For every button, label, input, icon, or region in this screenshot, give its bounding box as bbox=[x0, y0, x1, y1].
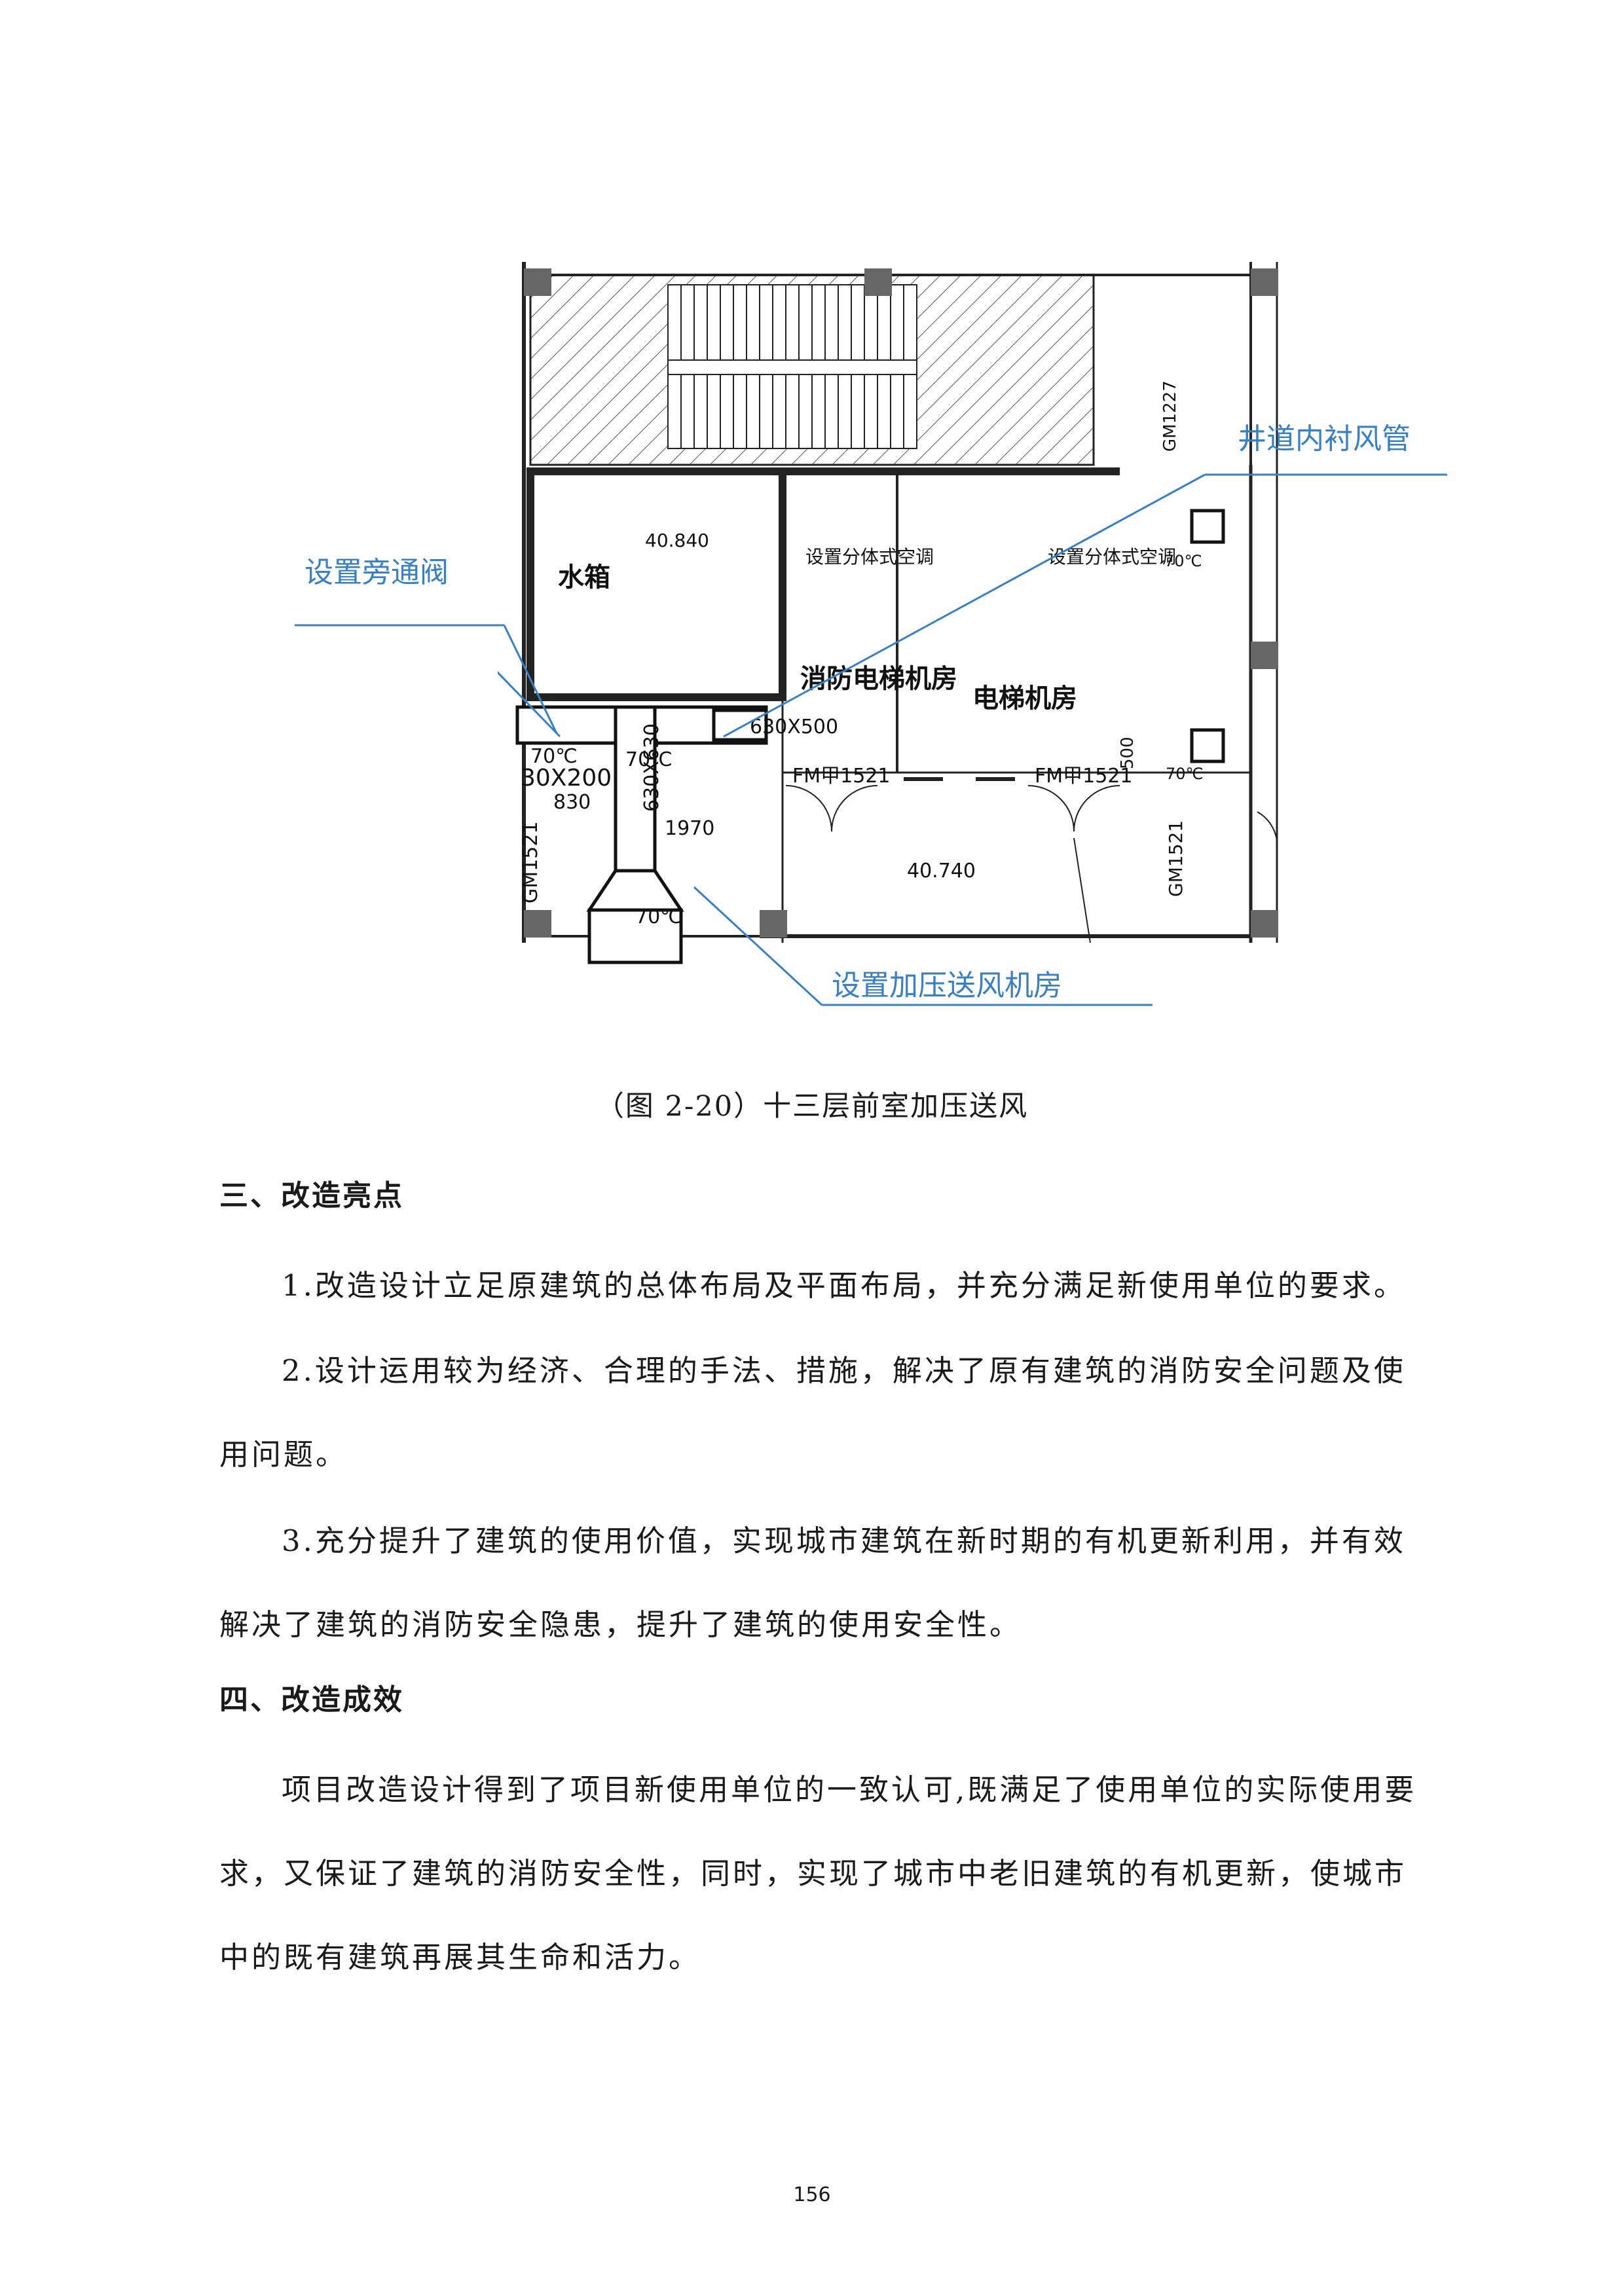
cad-labels: 水箱 40.840 设置分体式空调 设置分体式空调 消防电梯机房 电梯机房 63… bbox=[519, 380, 1204, 928]
section-heading-results: 四、改造成效 bbox=[219, 1683, 404, 1717]
annotation-bypass-valve: 设置旁通阀 bbox=[304, 556, 449, 589]
label-damper-70-d: 70℃ bbox=[1164, 552, 1202, 570]
label-duct-630x630: 630X630 bbox=[640, 723, 663, 812]
label-door-gm1521-right: GM1521 bbox=[1165, 820, 1187, 897]
floor-plan-figure: 水箱 40.840 设置分体式空调 设置分体式空调 消防电梯机房 电梯机房 63… bbox=[498, 249, 1480, 1008]
paragraph-results: 项目改造设计得到了项目新使用单位的一致认可,既满足了使用单位的实际使用要求，又保… bbox=[219, 1772, 1417, 1975]
figure-caption: （图 2-20）十三层前室加压送风 bbox=[595, 1090, 1029, 1123]
label-split-ac-1: 设置分体式空调 bbox=[805, 546, 934, 568]
paragraph-highlight-2: 2.设计运用较为经济、合理的手法、措施，解决了原有建筑的消防安全问题及使用问题。 bbox=[219, 1353, 1406, 1472]
label-door-gm1227: GM1227 bbox=[1160, 380, 1180, 452]
label-dim-830: 830 bbox=[553, 791, 591, 814]
annotation-leaders bbox=[498, 473, 1447, 1006]
annotation-shaft-lining-duct: 井道内衬风管 bbox=[1238, 422, 1411, 456]
label-duct-630x500: 630X500 bbox=[750, 716, 838, 738]
label-damper-70-c: 70℃ bbox=[635, 905, 682, 928]
label-dim-1970: 1970 bbox=[665, 817, 714, 840]
doors bbox=[785, 777, 1278, 943]
label-elevation-tank: 40.840 bbox=[645, 530, 709, 551]
label-elevator-room: 电梯机房 bbox=[972, 683, 1077, 714]
stair-treads bbox=[667, 284, 917, 449]
label-fire-elevator-room: 消防电梯机房 bbox=[800, 664, 957, 694]
bypass-valve-leader bbox=[295, 624, 558, 734]
label-damper-70-a: 70℃ bbox=[530, 745, 578, 768]
label-water-tank: 水箱 bbox=[558, 562, 610, 592]
label-dim-500: 500 bbox=[1118, 737, 1137, 769]
label-door-fm-2: FM甲1521 bbox=[1035, 765, 1133, 788]
page-number: 156 bbox=[793, 2183, 831, 2206]
label-elevation-floor: 40.740 bbox=[907, 860, 976, 883]
walls bbox=[522, 262, 1278, 943]
columns bbox=[524, 268, 1278, 938]
label-door-gm1521-left: GM1521 bbox=[519, 822, 542, 903]
paragraph-highlight-1: 1.改造设计立足原建筑的总体布局及平面布局，并充分满足新使用单位的要求。 bbox=[282, 1268, 1406, 1303]
label-damper-70-e: 70℃ bbox=[1166, 765, 1204, 783]
floor-plan-drawing: 水箱 40.840 设置分体式空调 设置分体式空调 消防电梯机房 电梯机房 63… bbox=[498, 262, 1447, 1006]
paragraph-highlight-3: 3.充分提升了建筑的使用价值，实现城市建筑在新时期的有机更新利用，并有效解决了建… bbox=[219, 1523, 1406, 1642]
label-damper-70-b: 70℃ bbox=[625, 748, 673, 771]
label-duct-30x200: 30X200 bbox=[521, 765, 612, 792]
annotation-pressurization-fan-room: 设置加压送风机房 bbox=[832, 969, 1062, 1002]
section-heading-highlights: 三、改造亮点 bbox=[219, 1179, 404, 1212]
label-door-fm-1: FM甲1521 bbox=[792, 765, 891, 788]
ducts bbox=[515, 509, 1225, 964]
